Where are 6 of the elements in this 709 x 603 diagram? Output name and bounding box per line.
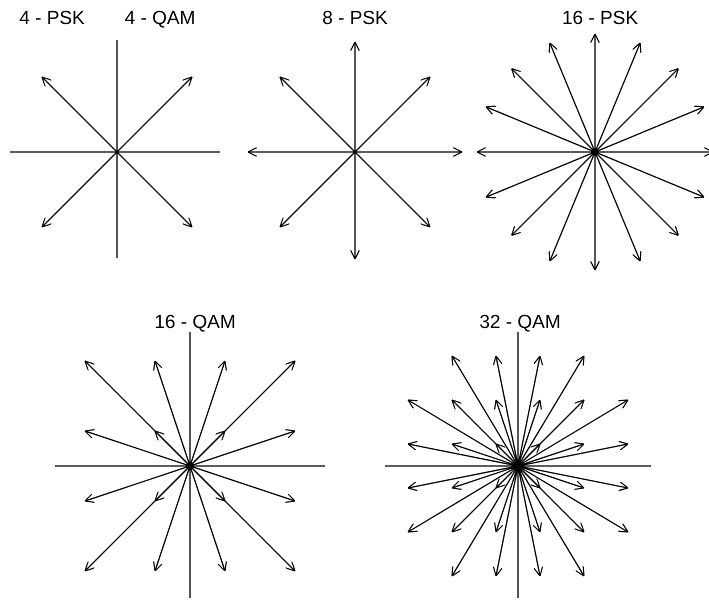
constellation-label: 32 - QAM [479, 312, 561, 334]
constellation-label: 4 - QAM [124, 8, 196, 30]
constellation-label: 4 - PSK [19, 8, 85, 30]
constellation-label: 16 - QAM [154, 312, 236, 334]
constellation-label: 8 - PSK [322, 8, 388, 30]
constellation-label: 16 - PSK [562, 8, 638, 30]
